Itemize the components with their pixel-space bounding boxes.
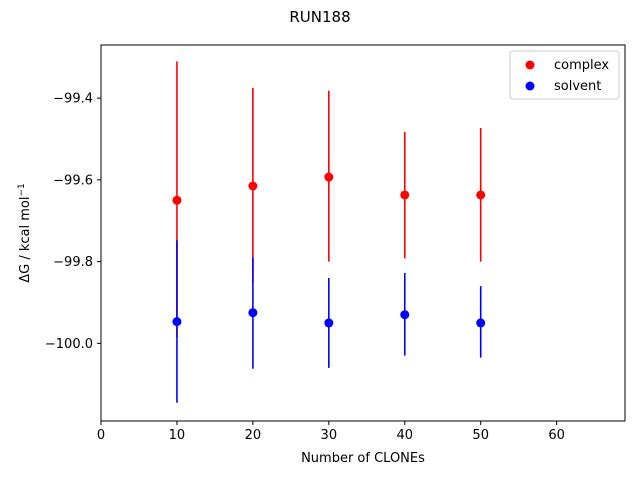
- data-point-solvent-1: [248, 308, 258, 318]
- legend-label-solvent: solvent: [554, 79, 601, 94]
- x-tick-label-6: 60: [548, 428, 565, 443]
- data-point-complex-1: [248, 181, 258, 191]
- x-tick-label-4: 40: [396, 428, 413, 443]
- y-tick-label-3: −99.4: [53, 92, 93, 107]
- data-point-solvent-0: [172, 317, 182, 327]
- y-tick-label-0: −100.0: [45, 337, 93, 352]
- legend-box: [509, 50, 620, 100]
- legend-marker-complex: [525, 60, 535, 70]
- data-point-solvent-3: [400, 310, 410, 320]
- y-axis-ticks: −100.0 −99.8 −99.6 −99.4: [45, 92, 101, 352]
- x-tick-label-2: 20: [245, 428, 262, 443]
- axes: [100, 44, 626, 422]
- y-tick-label-1: −99.8: [53, 255, 93, 270]
- y-axis-label-superscript: −1: [17, 183, 27, 196]
- x-axis-label: Number of CLONEs: [301, 451, 425, 466]
- plot-frame: [100, 44, 626, 422]
- legend-label-complex: complex: [554, 58, 609, 73]
- x-tick-label-1: 10: [169, 428, 186, 443]
- data-marks: [172, 61, 486, 403]
- chart-title: RUN188: [289, 8, 350, 26]
- legend-marker-solvent: [525, 81, 535, 91]
- data-point-complex-3: [400, 190, 410, 200]
- data-point-complex-4: [476, 190, 486, 200]
- x-tick-label-5: 50: [472, 428, 489, 443]
- data-point-solvent-4: [476, 318, 486, 328]
- legend: complex solvent: [509, 50, 620, 100]
- x-tick-label-0: 0: [97, 428, 105, 443]
- data-point-complex-2: [324, 172, 334, 182]
- x-tick-label-3: 30: [321, 428, 338, 443]
- y-axis-label: ΔG / kcal mol−1: [17, 183, 33, 283]
- data-point-solvent-2: [324, 318, 334, 328]
- y-tick-label-2: −99.6: [53, 173, 93, 188]
- x-axis-ticks: 0 10 20 30 40 50 60: [97, 421, 565, 443]
- y-axis-label-main: ΔG / kcal mol: [18, 197, 33, 283]
- data-point-complex-0: [172, 195, 182, 205]
